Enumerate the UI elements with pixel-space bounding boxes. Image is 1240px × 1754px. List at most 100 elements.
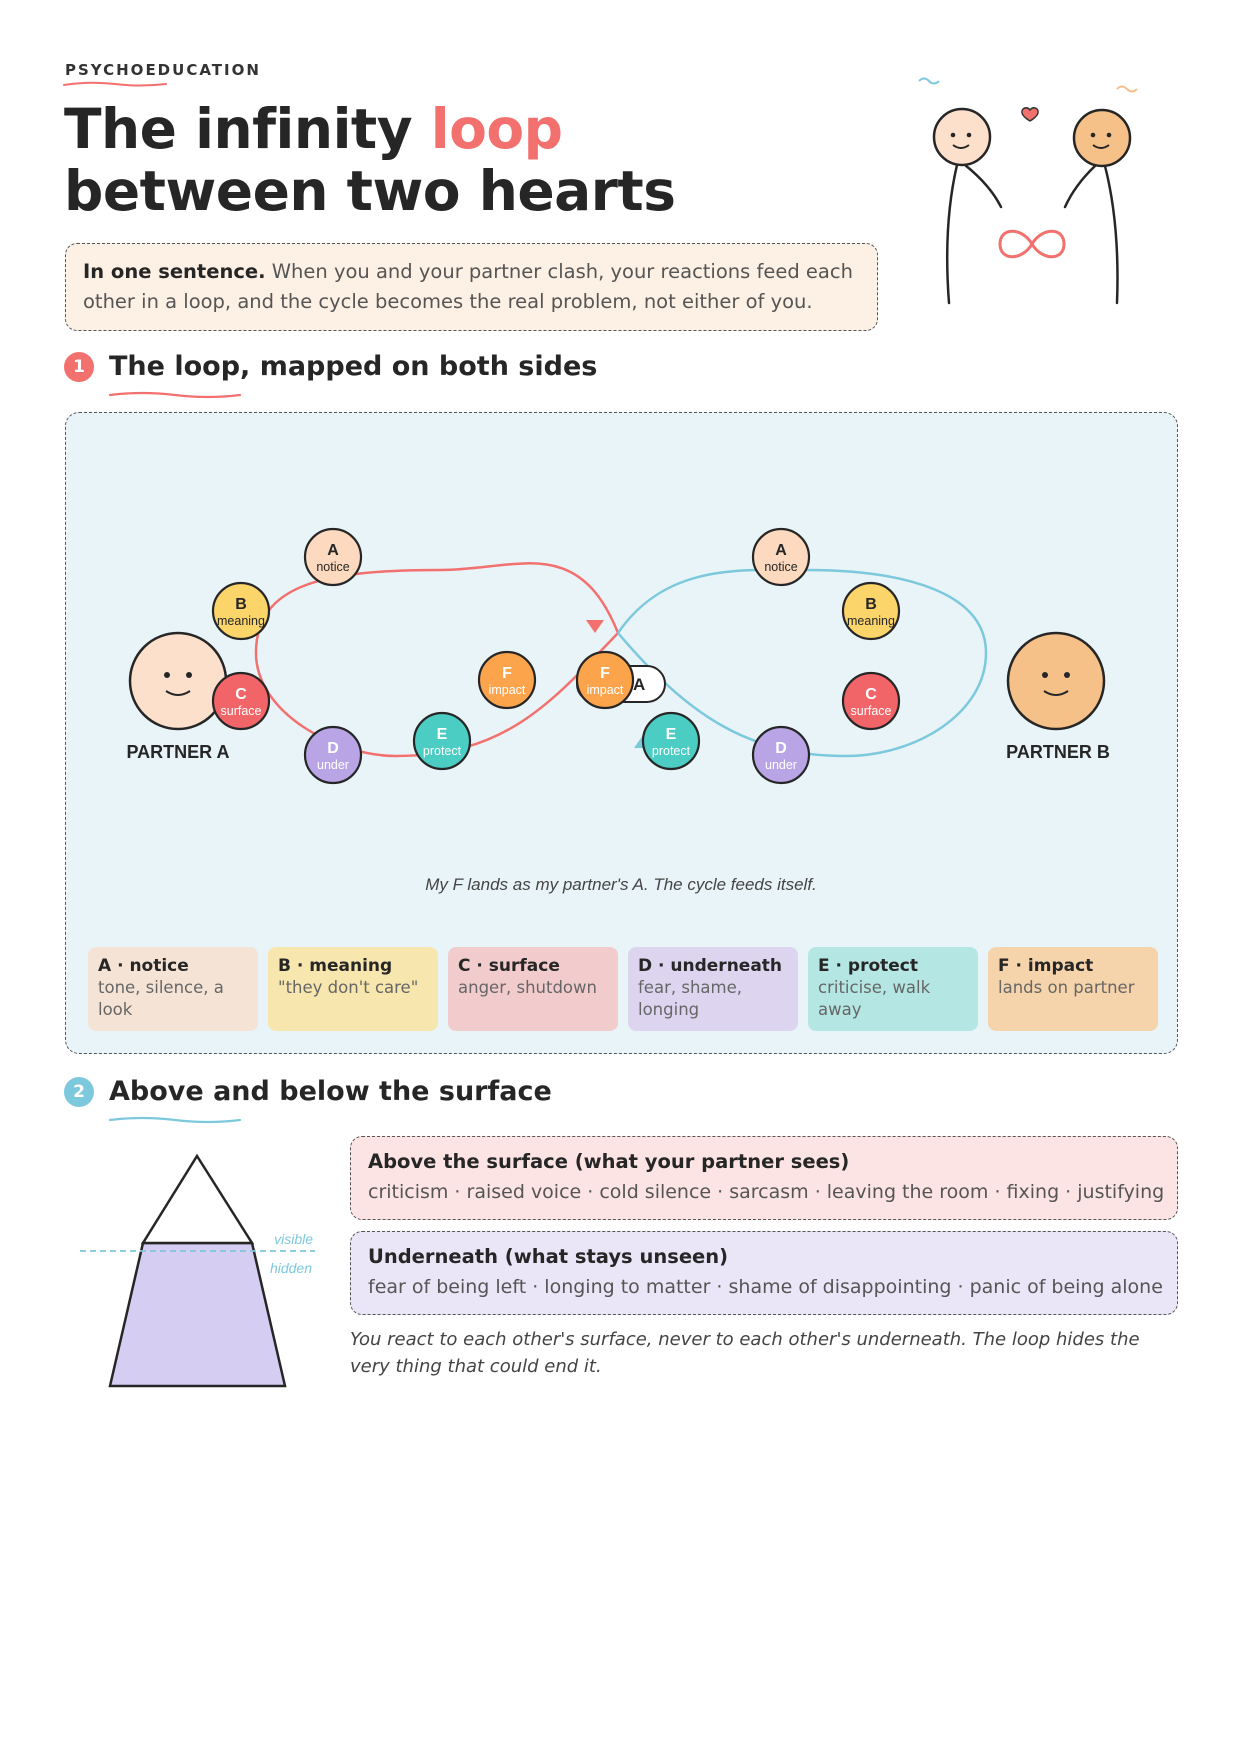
iceberg-diagram: visible hidden — [80, 1153, 315, 1388]
node-circle — [412, 711, 472, 771]
above-surface-card: Above the surface (what your partner see… — [350, 1136, 1178, 1220]
visible-label: visible — [274, 1231, 313, 1247]
node-letter: A — [775, 542, 787, 559]
legend-title: C · surface — [458, 956, 560, 976]
partner-b-label: PARTNER B — [1006, 742, 1110, 762]
loop-b-path — [616, 568, 988, 758]
legend-desc: fear, shame, longing — [638, 978, 742, 1019]
legend-title: A · notice — [98, 956, 189, 976]
underneath-text: fear of being left · longing to matter ·… — [368, 1276, 1163, 1298]
node-letter: F — [502, 665, 512, 682]
node-letter: C — [235, 686, 247, 703]
iceberg-hidden-part — [108, 1241, 287, 1388]
loop-panel: F → A PARTNER A PARTNER B AnoticeBmeanin… — [65, 412, 1178, 1054]
node-letter: D — [775, 740, 787, 757]
node-letter: C — [865, 686, 877, 703]
partner-b-face — [1006, 631, 1106, 731]
section1-squiggle — [108, 391, 242, 399]
partner-a-label: PARTNER A — [127, 742, 230, 762]
node-word: notice — [764, 560, 797, 574]
node-letter: E — [437, 726, 448, 743]
legend-title: B · meaning — [278, 956, 393, 976]
eyebrow-squiggle — [63, 81, 167, 87]
summary-box: In one sentence. When you and your partn… — [65, 243, 878, 331]
section1-heading: 1 The loop, mapped on both sides — [64, 351, 597, 382]
node-word: protect — [652, 744, 691, 758]
node-letter: D — [327, 740, 339, 757]
hidden-label: hidden — [270, 1260, 312, 1276]
legend-desc: lands on partner — [998, 978, 1135, 997]
above-surface-title: Above the surface (what your partner see… — [368, 1150, 850, 1173]
couple-illustration — [918, 77, 1138, 305]
summary-text: When you and your partner clash, your re… — [83, 260, 853, 313]
title-line2: between two hearts — [64, 159, 676, 223]
node-word: surface — [851, 704, 892, 718]
node-word: impact — [587, 683, 624, 697]
section1-number: 1 — [64, 351, 94, 382]
node-circle — [211, 671, 271, 731]
iceberg-visible-part — [140, 1153, 255, 1245]
underneath-title: Underneath (what stays unseen) — [368, 1245, 729, 1268]
node-letter: B — [865, 596, 877, 613]
section2-squiggle — [108, 1116, 242, 1124]
title-part1: The infinity — [64, 97, 431, 161]
arrow-a-icon — [586, 620, 604, 633]
node-circle — [303, 725, 363, 785]
node-word: impact — [489, 683, 526, 697]
section2-number: 2 — [64, 1076, 94, 1107]
node-circle — [841, 581, 901, 641]
legend-card-f: F · impact lands on partner — [988, 947, 1158, 1031]
legend-desc: tone, silence, a look — [98, 978, 224, 1019]
node-circle — [641, 711, 701, 771]
partner-a-face — [128, 631, 228, 731]
node-word: meaning — [217, 614, 265, 628]
loop-nodes: AnoticeBmeaningCsurfaceDunderEprotectFim… — [211, 527, 901, 785]
node-word: notice — [316, 560, 349, 574]
legend-card-b: B · meaning"they don't care" — [268, 947, 438, 1031]
eyebrow-label: PSYCHOEDUCATION — [65, 61, 261, 79]
node-letter: A — [327, 542, 339, 559]
heart-icon — [1021, 107, 1039, 122]
loop-caption: My F lands as my partner's A. The cycle … — [425, 875, 817, 894]
legend-title: E · protect — [818, 956, 918, 976]
surface-note: You react to each other's surface, never… — [350, 1329, 1140, 1377]
node-letter: B — [235, 596, 247, 613]
legend-title: F · impact — [998, 956, 1094, 976]
person-left — [932, 107, 1003, 305]
squiggle-right-icon — [1116, 85, 1138, 93]
node-letter: F — [600, 665, 610, 682]
section2-heading: 2 Above and below the surface — [64, 1076, 552, 1107]
node-circle — [211, 581, 271, 641]
above-surface-text: criticism · raised voice · cold silence … — [368, 1181, 1165, 1203]
loop-a-path — [254, 562, 620, 758]
legend-card-c: C · surface anger, shutdown — [448, 947, 618, 1031]
infinity-loop-diagram: F → A PARTNER A PARTNER B AnoticeBmeanin… — [127, 527, 1110, 894]
node-circle — [575, 650, 635, 710]
section1-title: The loop, mapped on both sides — [109, 351, 598, 382]
legend-title: D · underneath — [638, 956, 783, 976]
person-right — [1063, 108, 1132, 305]
node-word: under — [765, 758, 797, 772]
node-circle — [841, 671, 901, 731]
node-circle — [477, 650, 537, 710]
summary-lead: In one sentence. — [83, 260, 266, 283]
section2-title: Above and below the surface — [109, 1076, 552, 1107]
squiggle-left-icon — [918, 77, 940, 85]
node-circle — [751, 725, 811, 785]
node-word: protect — [423, 744, 462, 758]
legend-desc: anger, shutdown — [458, 978, 597, 997]
